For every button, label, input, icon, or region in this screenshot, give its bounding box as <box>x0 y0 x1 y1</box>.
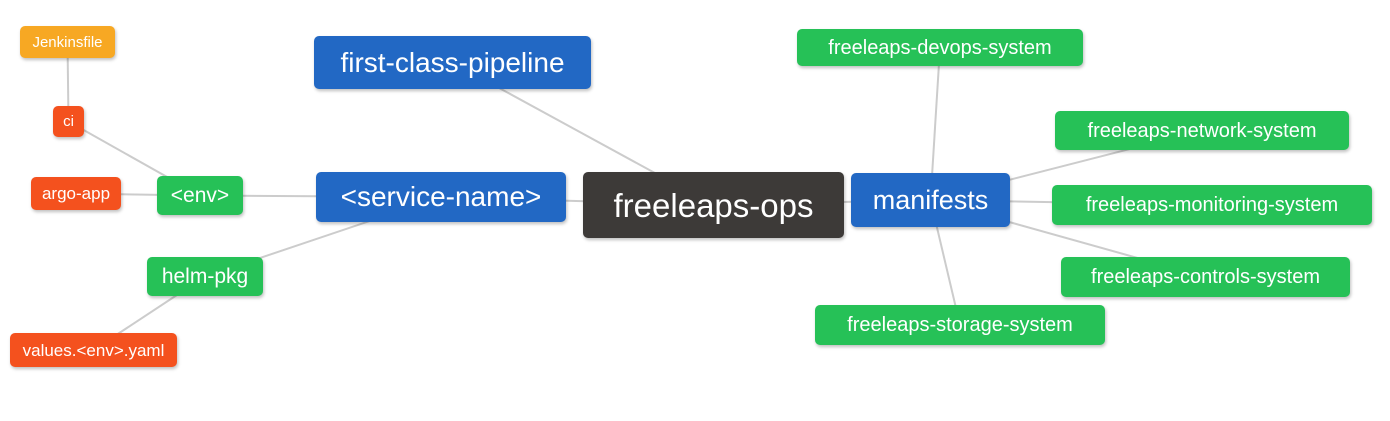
node-argo-app[interactable]: argo-app <box>31 177 121 210</box>
node-label-service-name: <service-name> <box>340 181 542 212</box>
node-freeleaps-monitoring-system[interactable]: freeleaps-monitoring-system <box>1052 185 1372 225</box>
node-freeleaps-controls-system[interactable]: freeleaps-controls-system <box>1061 257 1350 297</box>
node-label-manifests: manifests <box>872 184 989 215</box>
node-label-freeleaps-network-system: freeleaps-network-system <box>1087 119 1317 142</box>
node-label-freeleaps-ops: freeleaps-ops <box>613 186 814 224</box>
node-label-freeleaps-devops-system: freeleaps-devops-system <box>828 36 1052 59</box>
node-freeleaps-storage-system[interactable]: freeleaps-storage-system <box>815 305 1105 345</box>
node-env[interactable]: <env> <box>157 176 243 215</box>
node-freeleaps-devops-system[interactable]: freeleaps-devops-system <box>797 29 1083 66</box>
node-ci[interactable]: ci <box>53 106 84 137</box>
node-label-jenkinsfile: Jenkinsfile <box>32 33 103 51</box>
node-freeleaps-network-system[interactable]: freeleaps-network-system <box>1055 111 1349 150</box>
node-manifests[interactable]: manifests <box>851 173 1010 227</box>
node-values-env-yaml[interactable]: values.<env>.yaml <box>10 333 177 367</box>
node-label-freeleaps-monitoring-system: freeleaps-monitoring-system <box>1085 194 1339 216</box>
node-label-ci: ci <box>63 113 74 130</box>
node-label-env: <env> <box>170 184 230 207</box>
node-service-name[interactable]: <service-name> <box>316 172 566 222</box>
node-label-values-env-yaml: values.<env>.yaml <box>22 340 165 360</box>
node-label-freeleaps-controls-system: freeleaps-controls-system <box>1091 266 1320 288</box>
node-freeleaps-ops[interactable]: freeleaps-ops <box>583 172 844 238</box>
node-jenkinsfile[interactable]: Jenkinsfile <box>20 26 115 58</box>
node-label-argo-app: argo-app <box>41 184 111 203</box>
node-label-helm-pkg: helm-pkg <box>161 265 249 288</box>
node-first-class-pipeline[interactable]: first-class-pipeline <box>314 36 591 89</box>
node-label-freeleaps-storage-system: freeleaps-storage-system <box>847 314 1073 336</box>
node-helm-pkg[interactable]: helm-pkg <box>147 257 263 296</box>
node-label-first-class-pipeline: first-class-pipeline <box>340 46 565 78</box>
